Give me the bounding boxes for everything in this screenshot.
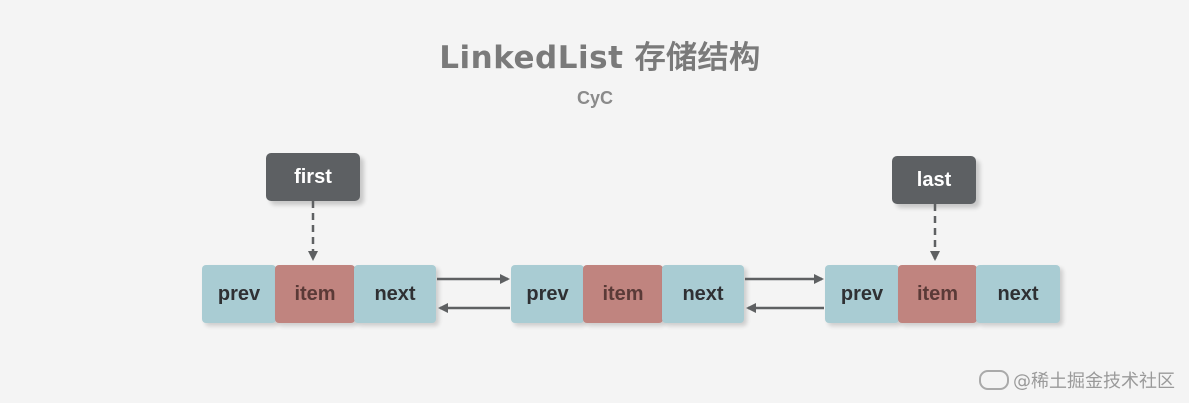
node-1-item-cell: item: [275, 265, 355, 323]
diagram-title: LinkedList 存储结构: [439, 40, 761, 76]
node-3-next-cell: next: [976, 265, 1060, 323]
last-pointer-box: last: [892, 156, 976, 204]
node-2-next-cell: next: [662, 265, 744, 323]
watermark: @稀土掘金技术社区: [979, 367, 1175, 393]
node-2-item-cell: item: [583, 265, 663, 323]
node-3-prev-cell: prev: [825, 265, 899, 323]
juejin-logo-icon: [979, 370, 1009, 390]
node-2-prev-cell: prev: [511, 265, 584, 323]
node-1-prev-cell: prev: [202, 265, 276, 323]
node-3-item-cell: item: [898, 265, 977, 323]
first-pointer-box: first: [266, 153, 360, 201]
diagram-subtitle: CyC: [576, 88, 613, 108]
node-1-next-cell: next: [354, 265, 436, 323]
watermark-text: @稀土掘金技术社区: [1013, 371, 1175, 392]
